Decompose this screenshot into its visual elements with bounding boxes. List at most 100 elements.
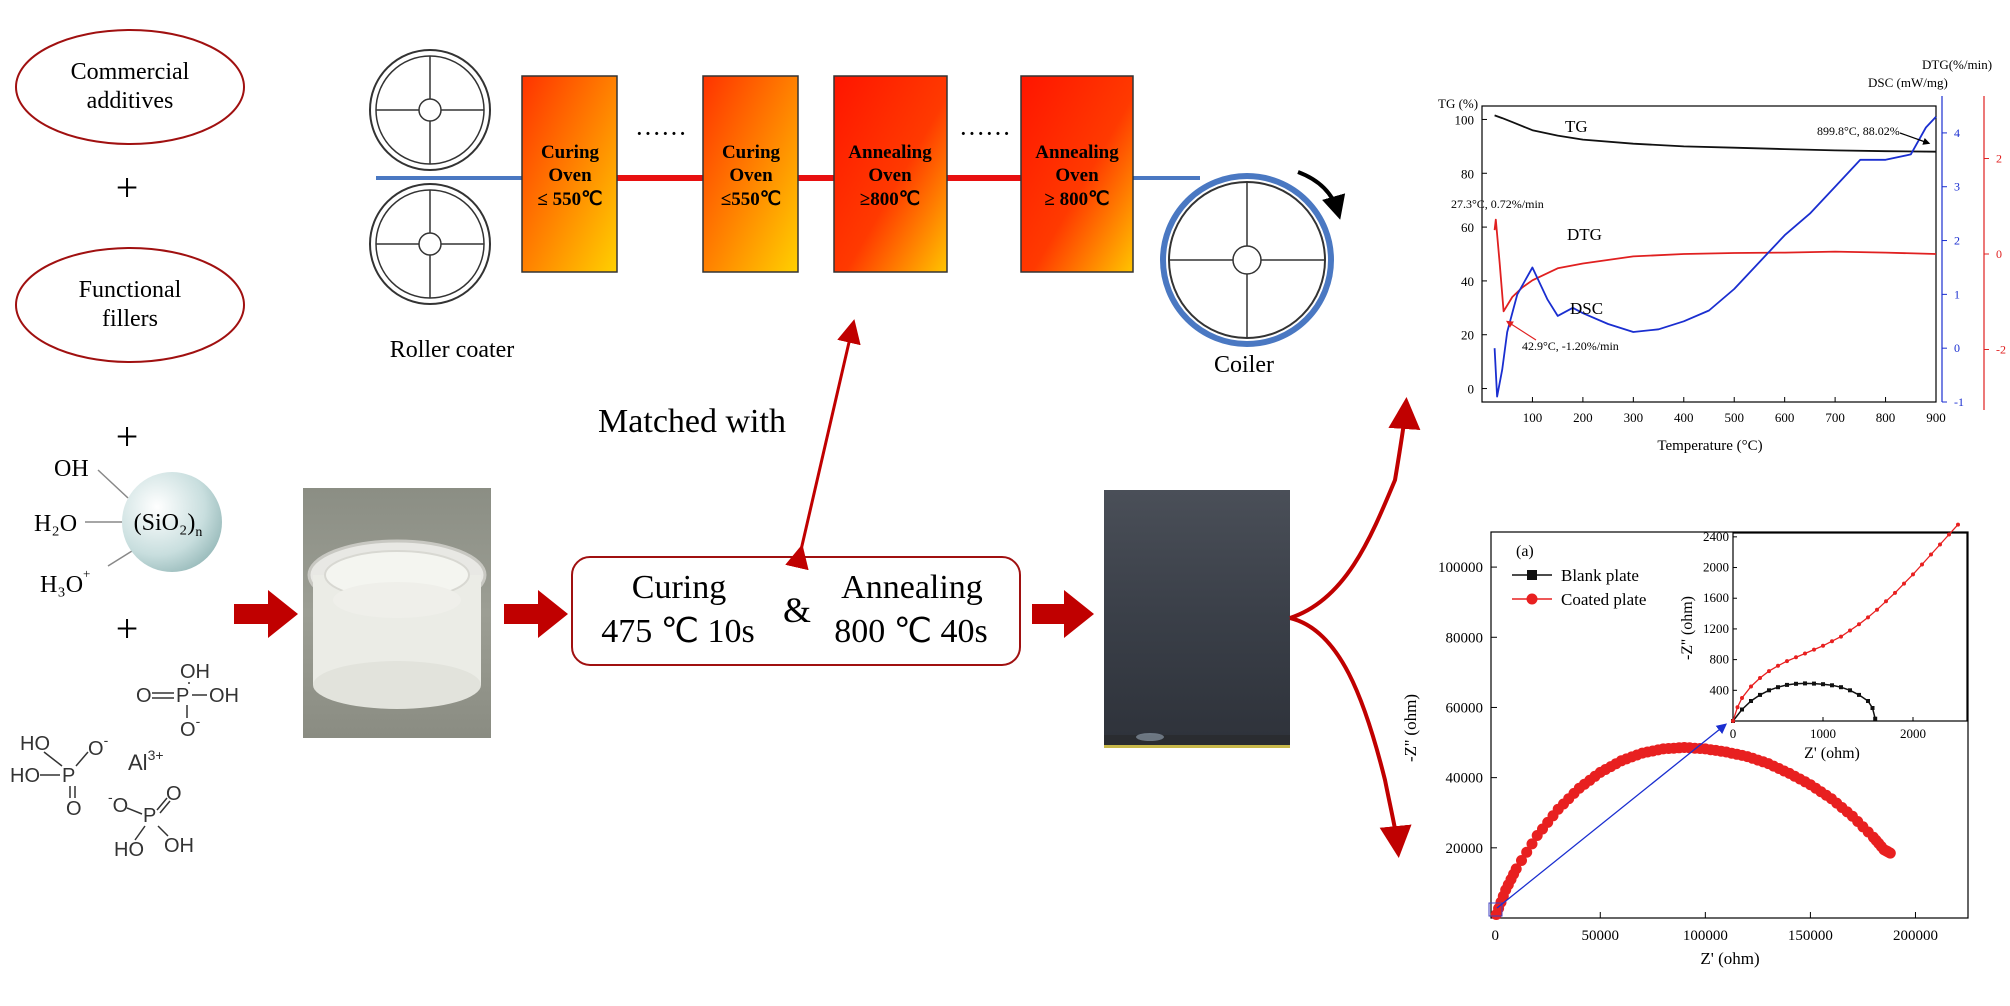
svg-text:HO: HO (114, 839, 144, 861)
coated-plate-point (1884, 847, 1896, 859)
inset-zoom-box (1488, 902, 1503, 917)
inset-blank-point (1767, 688, 1771, 693)
eis-plot-frame (1490, 531, 1969, 919)
inset-coated-point (1857, 622, 1861, 627)
oven-3: Annealing Oven ≥800℃ (833, 75, 948, 273)
process-arrow-3 (1032, 590, 1094, 638)
eis-x-tick-label: 50000 (1582, 928, 1620, 944)
functional-fillers-ellipse (15, 247, 245, 363)
tg-tick-label: 40 (1461, 274, 1474, 289)
svg-text:O: O (136, 685, 152, 707)
svg-text:Annealing: Annealing (1035, 142, 1119, 163)
x-tick-label: 400 (1674, 410, 1694, 425)
dsc-tick-label: 1 (1954, 287, 1960, 301)
aluminum-ion: Al3+ (128, 747, 164, 775)
inset-blank-point (1794, 681, 1798, 686)
plus-sign-3: + (116, 606, 139, 651)
annotation-dtg-min: 42.9°C, -1.20%/min (1522, 339, 1619, 353)
oven-dots-2: ······ (959, 119, 1011, 148)
svg-text:Oven: Oven (729, 165, 773, 186)
inset-y-tick-label: 2000 (1703, 560, 1729, 575)
tg-tick-label: 60 (1461, 220, 1474, 235)
inset-coated-point (1803, 651, 1807, 656)
inset-blank-point (1857, 692, 1861, 697)
plus-sign-1: + (116, 165, 139, 210)
dsc-tick-label: 0 (1954, 341, 1960, 355)
dsc-curve (1493, 116, 1937, 398)
inset-coated-point (1839, 634, 1843, 639)
matched-with-arrow (785, 319, 861, 571)
coated-plate-point (1516, 855, 1527, 866)
dtg-curve-label: DTG (1567, 225, 1602, 244)
eis-x-axis-label: Z' (ohm) (1700, 949, 1759, 968)
tg-axis-label: TG (%) (1438, 96, 1478, 111)
legend-blank-plate: Blank plate (1561, 566, 1639, 585)
commercial-additives-line1: Commercial (71, 59, 190, 85)
svg-text:OH: OH (180, 661, 210, 683)
inset-coated-point (1785, 659, 1789, 664)
svg-text:O-: O- (88, 732, 109, 760)
coiler-label: Coiler (1214, 352, 1274, 378)
x-tick-label: 500 (1724, 410, 1744, 425)
inset-coated-point (1884, 599, 1888, 604)
inset-y-tick-label: 2400 (1703, 529, 1729, 544)
x-tick-label: 700 (1825, 410, 1845, 425)
svg-text:O-: O- (180, 713, 201, 741)
commercial-additives-line2: additives (87, 88, 174, 114)
inset-coated-point (1794, 655, 1798, 660)
svg-text:O: O (66, 798, 82, 820)
inset-blank-point (1812, 681, 1816, 686)
inset-x-tick-label: 0 (1730, 726, 1737, 741)
inset-coated-point (1830, 639, 1834, 644)
inset-blank-point (1873, 716, 1878, 721)
dsc-curve-label: DSC (1570, 299, 1603, 318)
coiler (1160, 170, 1346, 347)
eis-inset-y-label: -Z'' (ohm) (1679, 596, 1696, 660)
dtg-tick-label: 2 (1996, 152, 2002, 166)
inset-zoom-arrow (1496, 723, 1728, 909)
silica-oh-label: OH (54, 456, 89, 482)
process-arrow-1 (234, 590, 298, 638)
curing-title: Curing (632, 569, 726, 606)
annotation-dtg-peak: 27.3°C, 0.72%/min (1451, 197, 1544, 211)
inset-coated-point (1758, 676, 1762, 680)
commercial-additives-ellipse (15, 29, 245, 145)
annealing-value: 800 ℃ 40s (834, 613, 987, 650)
tg-tick-label: 80 (1461, 166, 1474, 181)
functional-fillers-line1: Functional (79, 277, 182, 303)
annotation-tg-final: 899.8°C, 88.02% (1817, 124, 1900, 138)
tg-curve-label: TG (1565, 117, 1588, 136)
coated-plate-point (1526, 838, 1538, 850)
svg-text:Oven: Oven (868, 165, 912, 186)
inset-coated-point (1893, 590, 1897, 595)
inset-blank-point (1821, 682, 1825, 687)
process-arrow-2 (504, 590, 568, 638)
phosphate-2: HO O- HO P O (10, 732, 109, 820)
branch-arrow-up (1289, 397, 1421, 620)
dtg-tick-label: -2 (1996, 342, 2006, 356)
silica-h2o-label: H₂O (34, 511, 77, 537)
inset-coated-point (1749, 684, 1753, 689)
x-tick-label: 200 (1573, 410, 1593, 425)
inset-coated-point (1938, 542, 1942, 547)
phosphate-3: O -O P HO OH (108, 783, 194, 861)
inset-blank-point (1758, 692, 1762, 697)
annotation-tg-final-arrow (1899, 132, 1931, 145)
inset-coated-point (1731, 719, 1735, 723)
eis-x-tick-label: 100000 (1683, 928, 1728, 944)
svg-text:Annealing: Annealing (848, 142, 932, 163)
svg-text:P: P (62, 765, 75, 787)
eis-x-tick-label: 200000 (1893, 928, 1938, 944)
eis-x-tick-label: 150000 (1788, 928, 1833, 944)
dsc-axis-label: DSC (mW/mg) (1868, 75, 1948, 90)
inset-coated-point (1902, 581, 1906, 586)
svg-text:HO: HO (10, 765, 40, 787)
process-row: Curing 475 ℃ 10s & Annealing 800 ℃ 40s M… (234, 319, 1421, 858)
functional-fillers-line2: fillers (102, 306, 158, 332)
inset-coated-point (1848, 628, 1852, 633)
eis-y-tick-label: 80000 (1446, 630, 1484, 646)
dtg-axis-label: DTG(%/min) (1922, 57, 1992, 72)
x-tick-label: 100 (1523, 410, 1543, 425)
